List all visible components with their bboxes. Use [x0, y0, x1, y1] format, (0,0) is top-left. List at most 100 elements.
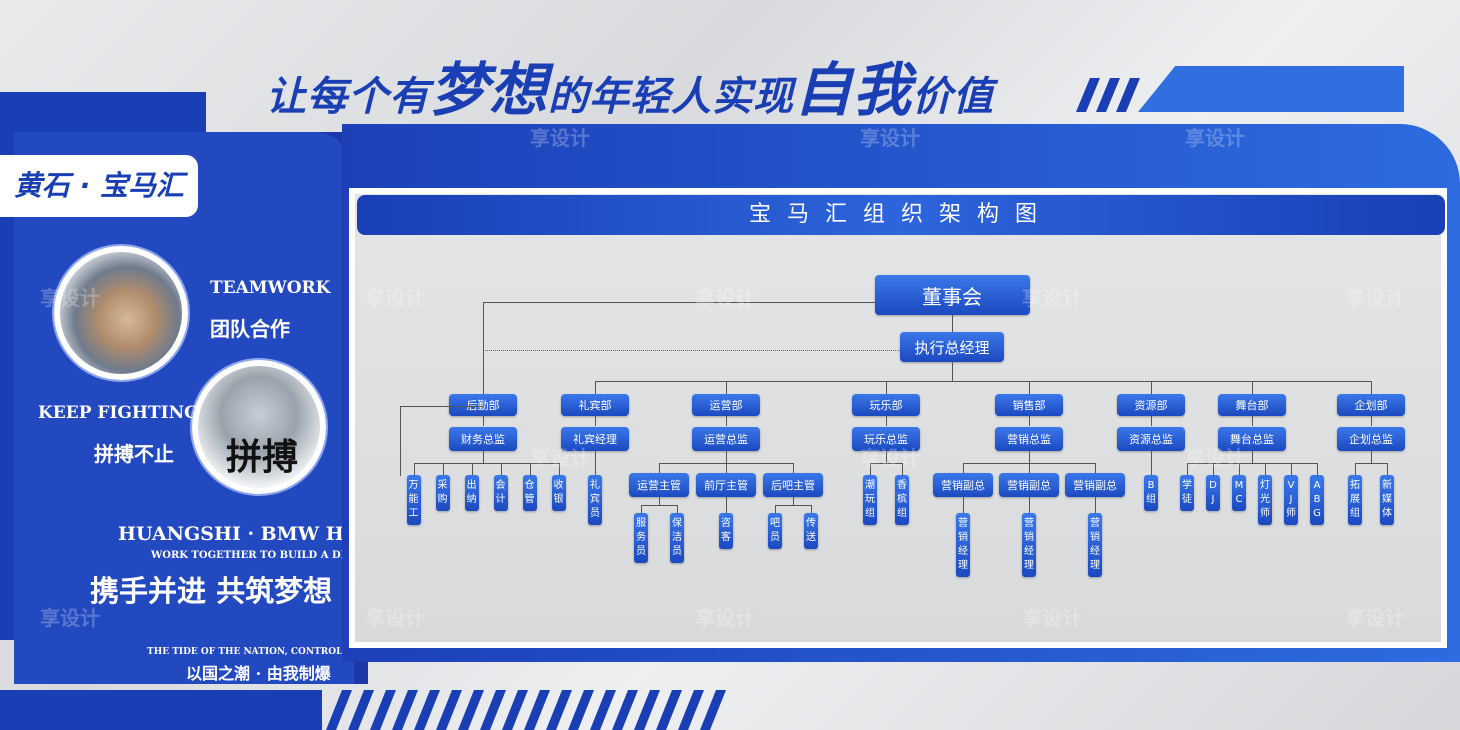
connector-line [483, 451, 484, 463]
connector-line [1291, 463, 1292, 475]
org-chart: 董事会执行总经理后勤部财务总监万能工采购出纳会计仓管收银礼宾部礼宾经理礼宾员运营… [355, 240, 1441, 640]
watermark-text: 享设计 [530, 446, 590, 470]
dept-node: 玩乐部 [852, 394, 920, 416]
top-stripes-decoration [1076, 78, 1140, 112]
watermark-text: 享设计 [40, 606, 100, 630]
watermark-text: 享设计 [860, 446, 920, 470]
connector-line [595, 381, 596, 394]
watermark-text: 享设计 [530, 126, 590, 150]
dept-node: 礼宾部 [561, 394, 629, 416]
sub-manager-node: 营销副总 [933, 473, 993, 497]
connector-line [1029, 463, 1030, 473]
connector-line [1239, 463, 1240, 475]
tide-en-text: THE TIDE OF THE NATION, CONTROLLED BY ME [147, 647, 401, 657]
chart-title: 宝马汇组织架构图 [357, 195, 1445, 235]
dept-head-node: 玩乐总监 [852, 427, 920, 451]
watermark-text: 享设计 [860, 126, 920, 150]
fighting-photo: 拼搏 [192, 360, 326, 494]
connector-line [726, 416, 727, 426]
sub-manager-node: 营销副总 [999, 473, 1059, 497]
connector-line [952, 315, 953, 332]
watermark-text: 享设计 [695, 286, 755, 310]
tide-cn-text: 以国之潮 · 由我制爆 [186, 664, 331, 683]
staff-node: 采购 [435, 475, 450, 511]
connector-line [963, 497, 964, 513]
staff-node: 出纳 [464, 475, 479, 511]
dept-head-node: 礼宾经理 [561, 427, 629, 451]
connector-line [413, 463, 415, 475]
watermark-text: 享设计 [1022, 286, 1082, 310]
connector-line [886, 381, 887, 394]
watermark-text: 享设计 [1185, 446, 1245, 470]
connector-line [1265, 463, 1266, 475]
top-accent-tab [1138, 66, 1404, 112]
dept-node: 舞台部 [1218, 394, 1286, 416]
connector-line [1029, 497, 1030, 513]
connector-line [952, 362, 953, 382]
connector-line [483, 302, 484, 404]
connector-line [1252, 451, 1253, 463]
connector-line [886, 451, 887, 463]
bottom-bar [0, 690, 322, 730]
staff-node: 咨客 [719, 513, 733, 549]
chart-background [355, 194, 1441, 642]
keep-fighting-cn-label: 拼搏不止 [94, 442, 174, 466]
connector-line [595, 451, 596, 463]
staff-node: 营销经理 [1022, 513, 1036, 577]
connector-line [1029, 381, 1030, 394]
calligraphy-text: 拼搏 [226, 436, 299, 478]
connector-line [641, 505, 677, 506]
staff-node: 学徒 [1180, 475, 1194, 511]
dept-head-node: 财务总监 [449, 427, 517, 451]
connector-line [659, 497, 660, 505]
teamwork-cn-label: 团队合作 [210, 317, 290, 341]
connector-line [1355, 463, 1387, 464]
staff-node: 潮玩组 [863, 475, 877, 525]
watermark-text: 享设计 [365, 606, 425, 630]
sub-manager-node: 前厅主管 [696, 473, 756, 497]
connector-line [413, 463, 559, 464]
connector-line [500, 463, 502, 475]
staff-node: 收银 [551, 475, 566, 511]
connector-line [677, 505, 678, 513]
connector-line [558, 463, 560, 475]
staff-node: 仓管 [522, 475, 537, 511]
dept-head-node: 舞台总监 [1218, 427, 1286, 451]
ceo-node: 执行总经理 [900, 332, 1004, 362]
teamwork-en-label: TEAMWORK [210, 278, 331, 298]
connector-line [793, 463, 794, 473]
bottom-stripes-decoration [326, 690, 726, 730]
connector-line [659, 463, 660, 473]
watermark-text: 享设计 [40, 286, 100, 310]
connector-line [1387, 463, 1388, 475]
staff-node: 万能工 [406, 475, 421, 525]
staff-node: 礼宾员 [588, 475, 602, 525]
connector-line [400, 406, 401, 476]
dept-node: 运营部 [692, 394, 760, 416]
connector-line [442, 463, 444, 475]
connector-line [483, 302, 875, 303]
watermark-text: 享设计 [1345, 606, 1405, 630]
watermark-text: 享设计 [695, 606, 755, 630]
board-node: 董事会 [874, 275, 1030, 315]
connector-line [400, 406, 483, 407]
dept-head-node: 运营总监 [692, 427, 760, 451]
dept-node: 后勤部 [449, 394, 517, 416]
connector-line [1371, 381, 1372, 394]
connector-line [1029, 416, 1030, 426]
connector-line [902, 463, 903, 475]
keep-fighting-en-label: KEEP FIGHTING [38, 403, 199, 423]
connector-line [1355, 463, 1356, 475]
connector-line [793, 497, 794, 505]
staff-node: 吧员 [768, 513, 782, 549]
connector-line [1029, 451, 1030, 463]
staff-node: 营销经理 [1088, 513, 1102, 577]
connector-line [1151, 451, 1152, 463]
connector-line [1095, 497, 1096, 513]
dept-node: 资源部 [1117, 394, 1185, 416]
